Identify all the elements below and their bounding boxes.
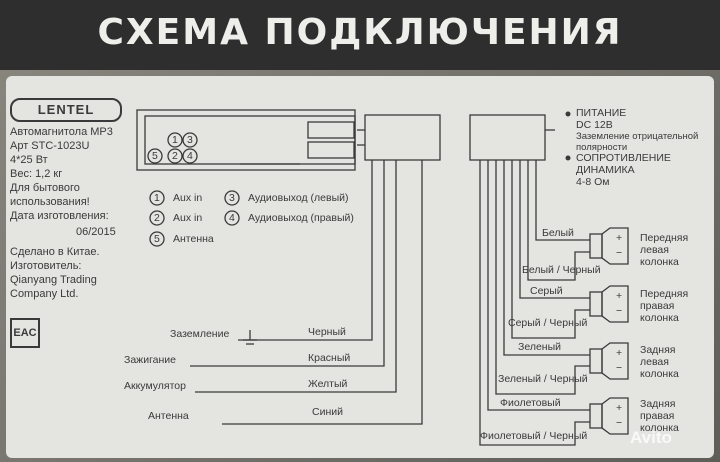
unit-port-number: 5 bbox=[152, 150, 158, 162]
polarity-minus: − bbox=[616, 305, 623, 317]
info-line: 4*25 Вт bbox=[10, 154, 48, 166]
speaker-wire-label: Фиолетовый / Черный bbox=[480, 430, 588, 442]
wire-violet bbox=[487, 160, 590, 411]
speaker-name: левая bbox=[640, 356, 669, 368]
spec-ground-text: Заземление отрицательной bbox=[576, 131, 699, 142]
info-line: Автомагнитола MP3 bbox=[10, 126, 113, 138]
polarity-minus: − bbox=[616, 417, 623, 429]
speaker-wire-label: Зеленый bbox=[518, 341, 562, 353]
legend-number: 5 bbox=[154, 233, 160, 245]
eac-mark: EAC bbox=[10, 318, 40, 348]
polarity-minus: − bbox=[616, 247, 623, 259]
info-line: Изготовитель: bbox=[10, 260, 82, 272]
unit-port-number: 2 bbox=[172, 150, 178, 162]
legend-number: 3 bbox=[229, 192, 235, 204]
speaker-front-right bbox=[589, 285, 629, 323]
wire-color-label: Желтый bbox=[308, 378, 348, 390]
avito-watermark: Avito bbox=[630, 428, 672, 447]
speaker-name: левая bbox=[640, 244, 669, 256]
page-title: СХЕМА ПОДКЛЮЧЕНИЯ bbox=[97, 12, 623, 53]
head-unit-slot-top bbox=[307, 121, 355, 139]
legend-number: 1 bbox=[154, 192, 160, 204]
info-line: Арт STC-1023U bbox=[10, 140, 90, 152]
wire-ignition bbox=[190, 160, 385, 367]
polarity-plus: + bbox=[616, 290, 623, 302]
spec-impedance-value: 4-8 Ом bbox=[576, 176, 610, 188]
speaker-wire-label: Фиолетовый bbox=[500, 397, 561, 409]
info-line: Для бытового bbox=[10, 182, 80, 194]
polarity-plus: + bbox=[616, 232, 623, 244]
spec-power-voltage: DC 12В bbox=[576, 119, 613, 131]
wire-green bbox=[503, 160, 590, 356]
info-line: использования! bbox=[10, 196, 90, 208]
legend-number: 4 bbox=[229, 212, 235, 224]
wire-gray bbox=[519, 160, 590, 299]
wire-label: Зажигание bbox=[124, 354, 177, 366]
polarity-plus: + bbox=[616, 347, 623, 359]
legend-label: Aux in bbox=[173, 192, 203, 204]
wire-ground bbox=[238, 160, 373, 341]
speaker-name: Задняя bbox=[640, 398, 676, 410]
legend-label: Антенна bbox=[173, 233, 214, 245]
brand-logo: LENTEL bbox=[10, 98, 122, 122]
polarity-plus: + bbox=[616, 402, 623, 414]
spec-impedance-title: СОПРОТИВЛЕНИЕ bbox=[576, 152, 671, 164]
speaker-name: колонка bbox=[640, 368, 679, 380]
legend-label: Аудиовыход (правый) bbox=[248, 212, 354, 224]
unit-port-number: 4 bbox=[187, 150, 193, 162]
wire-label: Аккумулятор bbox=[124, 380, 186, 392]
spec-ground-text: полярности bbox=[576, 142, 628, 153]
legend-number: 2 bbox=[154, 212, 160, 224]
speaker-name: колонка bbox=[640, 422, 679, 434]
speaker-name: Задняя bbox=[640, 344, 676, 356]
speaker-name: Передняя bbox=[640, 288, 689, 300]
head-unit-slot-bottom bbox=[307, 141, 355, 159]
polarity-minus: − bbox=[616, 362, 623, 374]
info-line: Вес: 1,2 кг bbox=[10, 168, 63, 180]
wire-label: Заземление bbox=[170, 328, 230, 340]
wiring-label-panel bbox=[6, 76, 714, 458]
info-line: Сделано в Китае. bbox=[10, 246, 100, 258]
speaker-front-left bbox=[589, 227, 629, 265]
speaker-rear-left bbox=[589, 342, 629, 380]
legend-label: Aux in bbox=[173, 212, 203, 224]
wire-white-black bbox=[527, 160, 590, 281]
legend-label: Аудиовыход (левый) bbox=[248, 192, 349, 204]
speaker-name: правая bbox=[640, 300, 675, 312]
speaker-name: колонка bbox=[640, 256, 679, 268]
wire-battery bbox=[195, 160, 397, 393]
power-connector bbox=[364, 114, 441, 161]
info-line: Qianyang Trading bbox=[10, 274, 97, 286]
title-bar bbox=[0, 0, 720, 70]
unit-port-number: 3 bbox=[187, 134, 193, 146]
speaker-connector bbox=[469, 114, 546, 161]
unit-port-number: 1 bbox=[172, 134, 178, 146]
wire-color-label: Черный bbox=[308, 326, 346, 338]
speaker-wire-label: Серый / Черный bbox=[508, 317, 588, 329]
speaker-wire-label: Белый / Черный bbox=[522, 264, 601, 276]
wire-color-label: Красный bbox=[308, 352, 351, 364]
wire-gray-black bbox=[511, 160, 590, 339]
spec-impedance-title: ДИНАМИКА bbox=[576, 164, 635, 176]
speaker-wire-label: Зеленый / Черный bbox=[498, 373, 588, 385]
info-line: Company Ltd. bbox=[10, 288, 79, 300]
speaker-name: правая bbox=[640, 410, 675, 422]
speaker-wire-label: Белый bbox=[542, 227, 574, 239]
wire-white bbox=[535, 160, 590, 241]
speaker-rear-right bbox=[589, 397, 629, 435]
speaker-wire-label: Серый bbox=[530, 285, 563, 297]
info-line: Дата изготовления: bbox=[10, 210, 109, 222]
speaker-name: колонка bbox=[640, 312, 679, 324]
wire-color-label: Синий bbox=[312, 406, 343, 418]
info-line: 06/2015 bbox=[76, 226, 116, 238]
wire-violet-black bbox=[479, 160, 590, 446]
speaker-name: Передняя bbox=[640, 232, 689, 244]
spec-power-title: ПИТАНИЕ bbox=[576, 107, 627, 119]
wire-label: Антенна bbox=[148, 410, 189, 422]
wire-green-black bbox=[495, 160, 590, 395]
wire-antenna bbox=[222, 160, 423, 425]
